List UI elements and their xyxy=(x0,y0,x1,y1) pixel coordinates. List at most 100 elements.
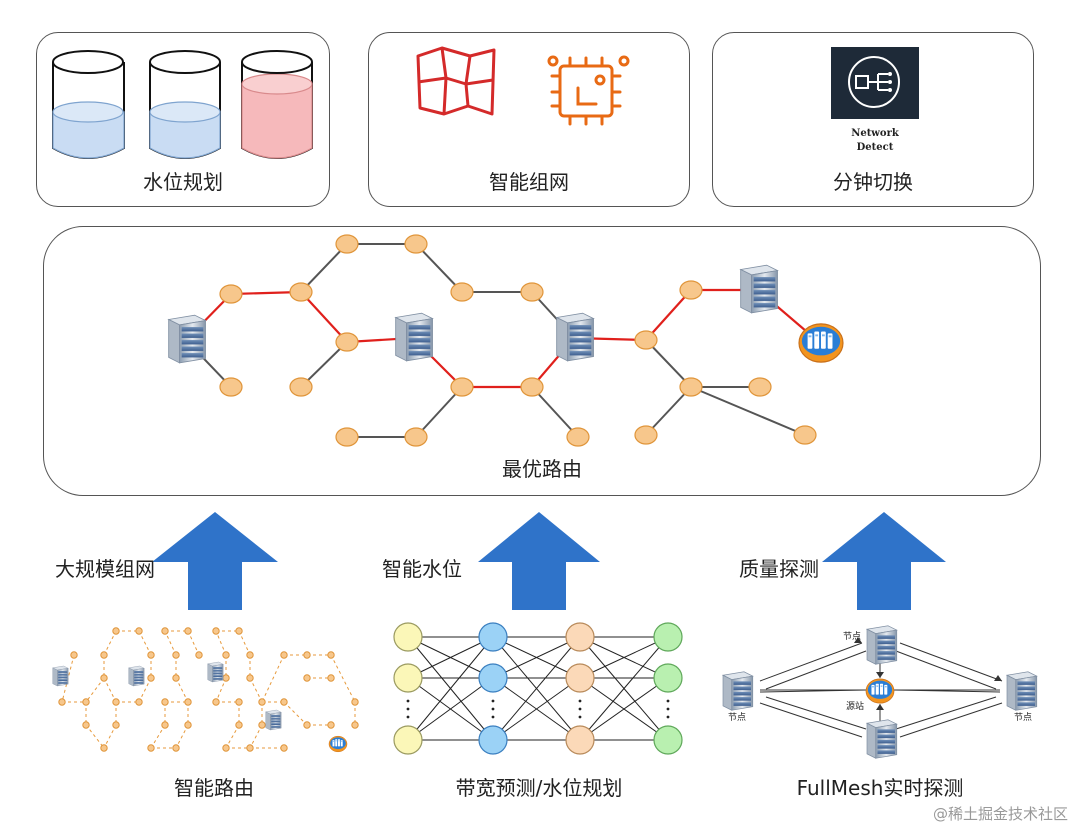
mini-node xyxy=(222,744,230,752)
server-icon xyxy=(866,719,898,759)
mini-node xyxy=(112,721,120,729)
mini-edge xyxy=(85,677,105,703)
watermark: @稀土掘金技术社区 xyxy=(932,805,1068,823)
origin-server-icon xyxy=(798,323,844,363)
mini-node xyxy=(172,651,180,659)
mini-node xyxy=(246,674,254,682)
server-icon xyxy=(207,661,224,683)
beaker-icon xyxy=(52,50,125,159)
graph-edge xyxy=(415,243,463,293)
ellipsis-dot xyxy=(491,715,495,719)
nn-neuron xyxy=(653,663,683,693)
graph-node xyxy=(450,282,474,302)
server-icon xyxy=(395,312,434,362)
node-label: 节点 xyxy=(843,631,861,642)
server-icon xyxy=(128,665,145,687)
mini-node xyxy=(351,698,359,706)
mini-edge xyxy=(103,630,117,656)
optimal-route-panel: 最优路由 xyxy=(43,226,1041,496)
mini-node xyxy=(100,651,108,659)
graph-node xyxy=(566,427,590,447)
fullmesh-graph: 节点 节点 节点 源站 xyxy=(722,625,1038,759)
server-icon xyxy=(1006,671,1038,711)
graph-edge xyxy=(531,386,579,438)
large-scale-network-label: 大规模组网 xyxy=(55,557,155,581)
network-detect-caption-2: Detect xyxy=(857,142,894,153)
nn-edge xyxy=(407,636,494,679)
server-icon xyxy=(168,314,207,364)
nn-edge xyxy=(407,677,494,741)
ellipsis-dot xyxy=(666,715,670,719)
graph-node xyxy=(634,330,658,350)
mini-node xyxy=(327,651,335,659)
mini-node xyxy=(82,721,90,729)
arrow-up-icon xyxy=(152,512,278,610)
mini-edge xyxy=(249,724,263,749)
mini-node xyxy=(112,698,120,706)
smart-routing-graph xyxy=(52,627,359,753)
graph-node xyxy=(404,427,428,447)
nn-neuron xyxy=(478,663,508,693)
mini-node xyxy=(327,674,335,682)
mini-node xyxy=(70,651,78,659)
ellipsis-dot xyxy=(406,699,410,703)
mini-node xyxy=(100,744,108,752)
nn-neuron xyxy=(653,725,683,755)
ellipsis-dot xyxy=(666,699,670,703)
graph-node xyxy=(679,377,703,397)
mini-node xyxy=(303,651,311,659)
nn-edge xyxy=(579,636,669,679)
mini-node xyxy=(195,651,203,659)
map-icon xyxy=(416,46,496,116)
mini-edge xyxy=(164,630,177,656)
nn-neuron xyxy=(565,663,595,693)
mini-node xyxy=(135,698,143,706)
arrow-up-icon xyxy=(478,512,600,610)
ellipsis-dot xyxy=(578,699,582,703)
server-icon xyxy=(740,264,779,314)
mini-node xyxy=(258,721,266,729)
graph-node xyxy=(793,425,817,445)
nn-edge xyxy=(492,636,581,741)
nn-neuron xyxy=(653,622,683,652)
graph-node xyxy=(335,332,359,352)
bandwidth-caption: 带宽预测/水位规划 xyxy=(455,776,623,800)
water-planning-label: 水位规划 xyxy=(143,170,223,194)
nn-neuron xyxy=(393,622,423,652)
graph-node xyxy=(450,377,474,397)
mini-node xyxy=(184,698,192,706)
mini-edge xyxy=(103,677,117,703)
ellipsis-dot xyxy=(406,715,410,719)
beaker-full-icon xyxy=(241,50,313,159)
node-label: 节点 xyxy=(1014,712,1032,723)
ellipsis-dot xyxy=(491,699,495,703)
mini-edge xyxy=(215,630,227,656)
graph-node xyxy=(679,280,703,300)
nn-neuron xyxy=(393,663,423,693)
mini-node xyxy=(184,627,192,635)
mini-node xyxy=(303,721,311,729)
mini-node xyxy=(246,651,254,659)
graph-node xyxy=(289,282,313,302)
mini-node xyxy=(161,698,169,706)
mini-node xyxy=(172,744,180,752)
nn-edge xyxy=(579,636,669,741)
graph-node xyxy=(289,377,313,397)
ellipsis-dot xyxy=(578,715,582,719)
mini-edge xyxy=(175,724,189,749)
graph-edge xyxy=(690,386,806,436)
smart-network-panel: 智能组网 xyxy=(368,32,690,207)
graph-edge xyxy=(300,243,348,293)
ellipsis-dot xyxy=(666,707,670,711)
graph-node xyxy=(335,427,359,447)
graph-node xyxy=(404,234,428,254)
arrow-up-icon xyxy=(822,512,946,610)
minute-switch-label: 分钟切换 xyxy=(833,170,913,194)
mini-edge xyxy=(215,677,227,703)
mini-node xyxy=(147,744,155,752)
mini-node xyxy=(235,698,243,706)
mini-edge xyxy=(103,724,117,749)
graph-node xyxy=(520,282,544,302)
mini-node xyxy=(161,627,169,635)
mini-node xyxy=(100,674,108,682)
